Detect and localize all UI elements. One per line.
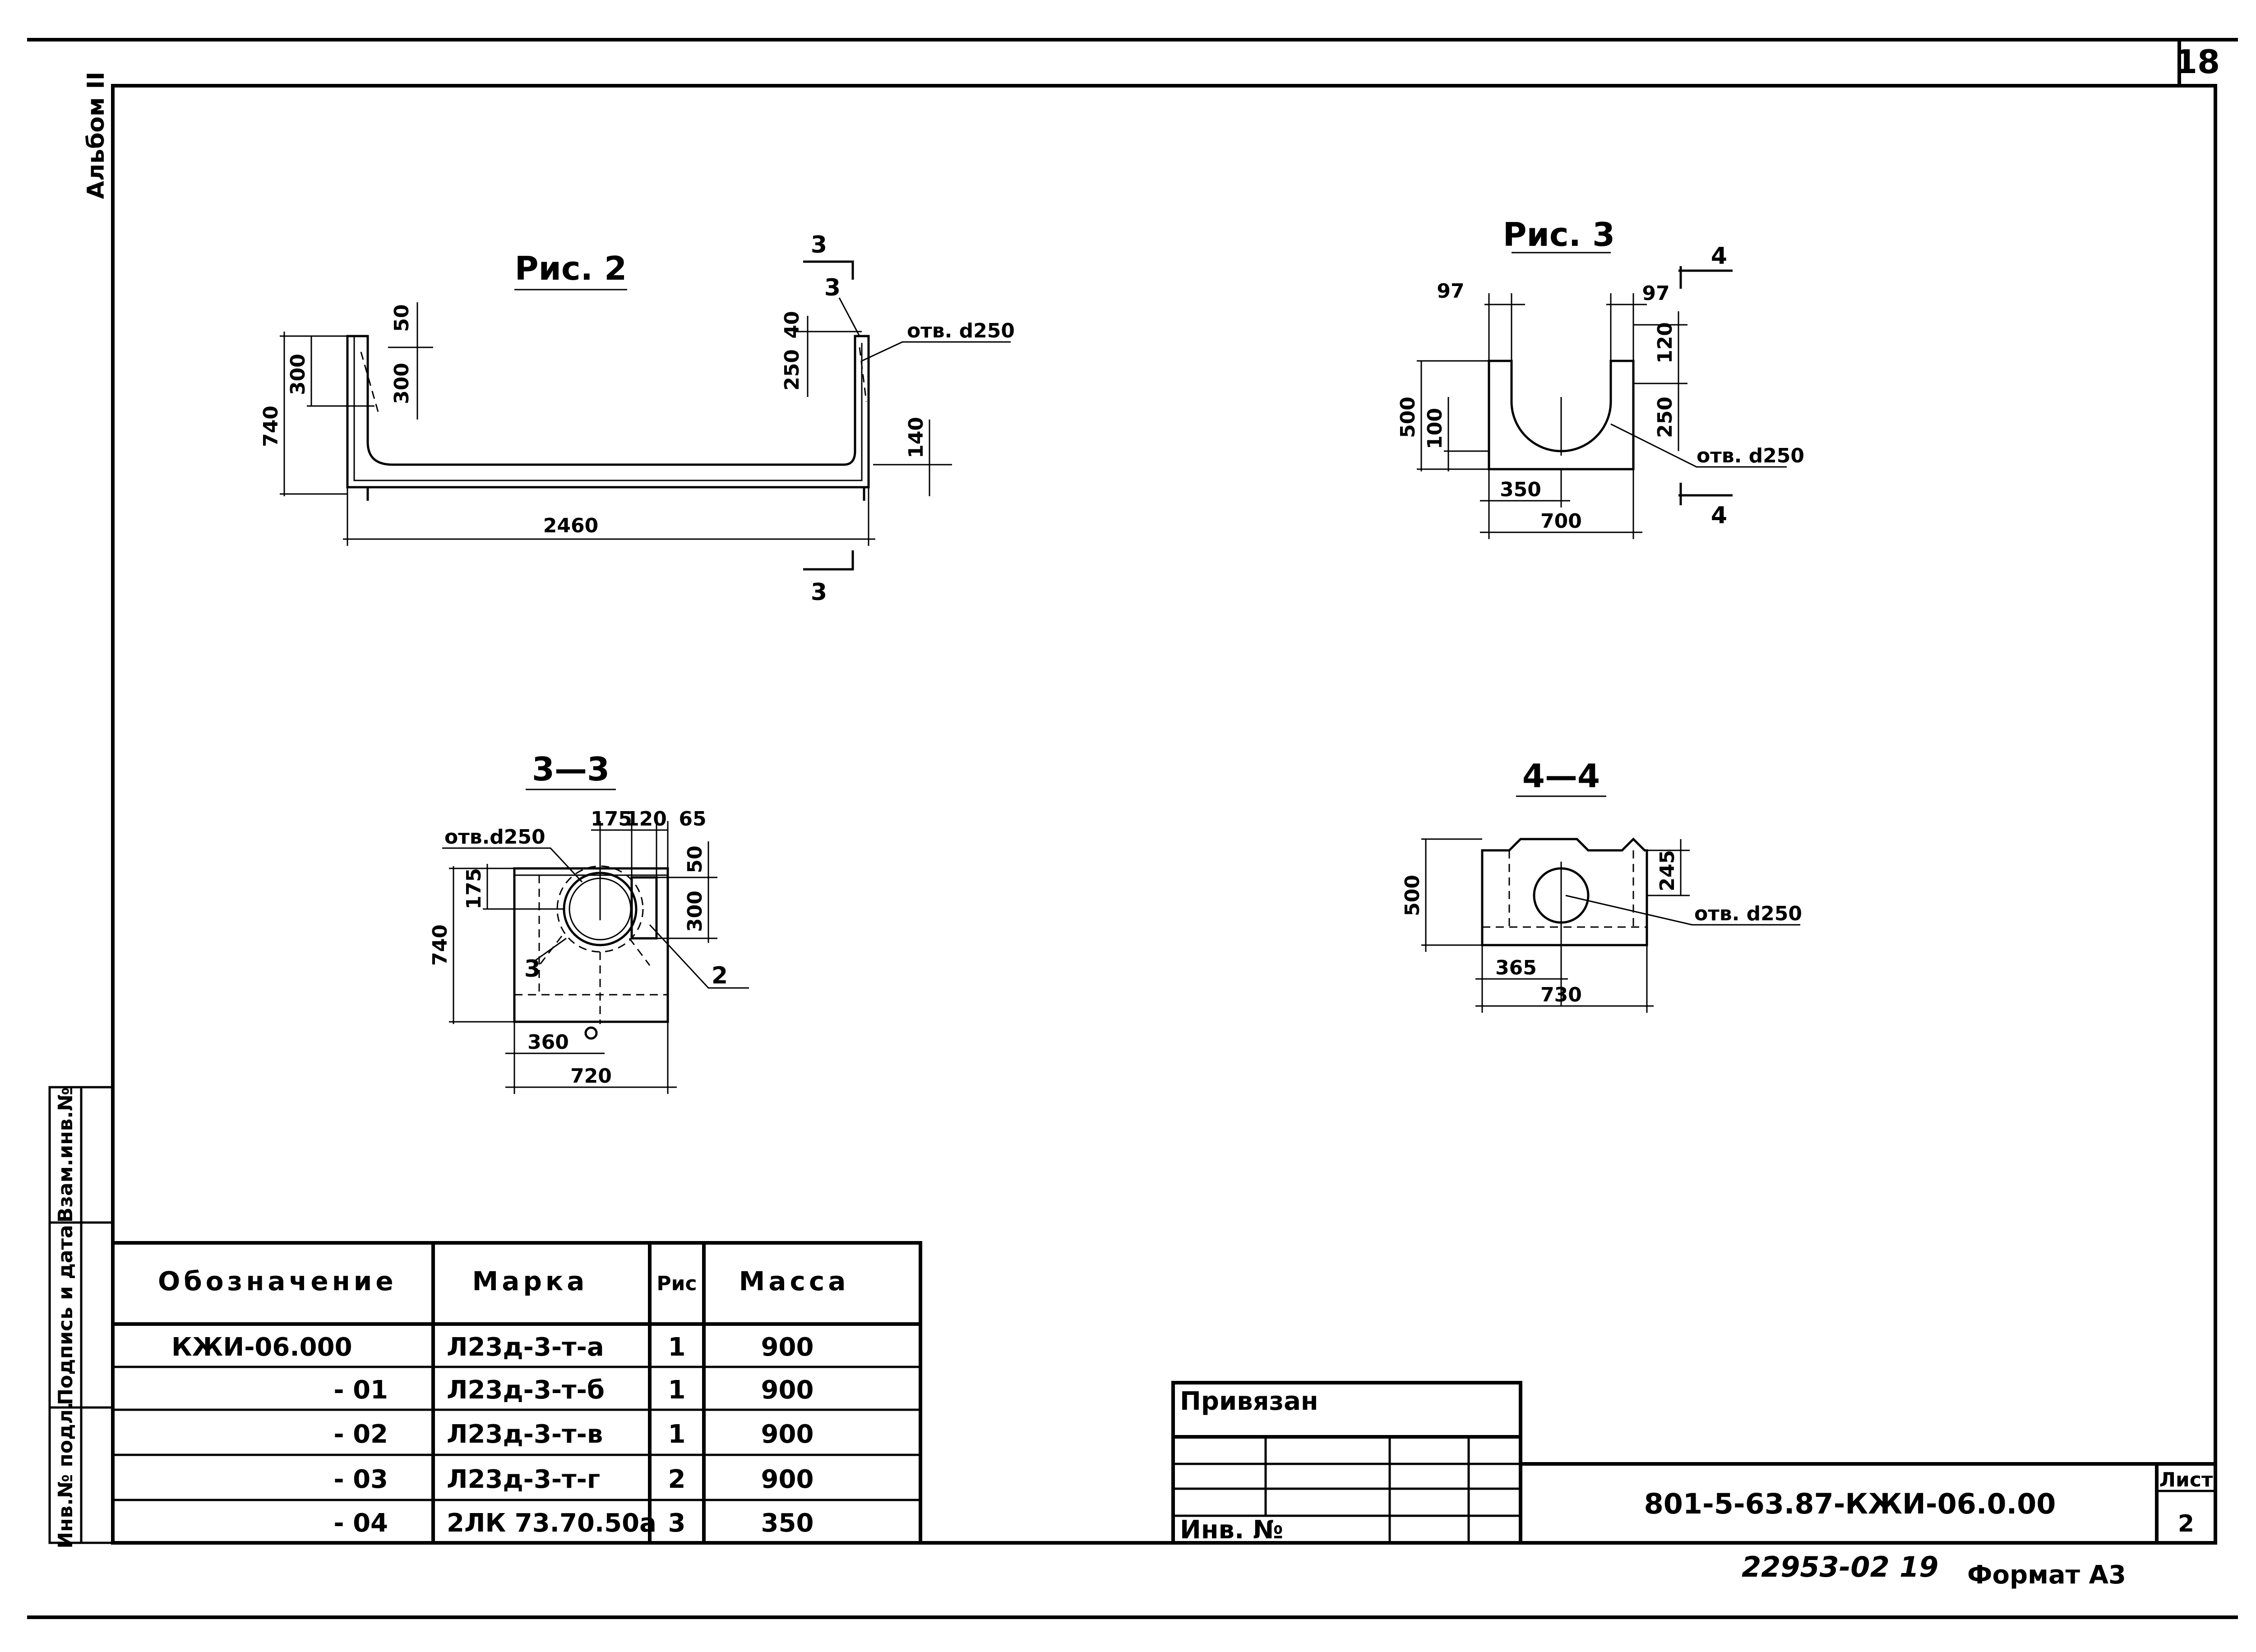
table-row: - 01 Л23д-3-т-б 1 900 [333,1375,814,1405]
fig2-dim-250: 250 [781,349,804,391]
fig3-dim-700: 700 [1540,510,1582,533]
fig2-dim-40: 40 [781,311,804,338]
table-row: КЖИ-06.000 Л23д-3-т-а 1 900 [171,1333,814,1362]
sec44-dim-500: 500 [1401,875,1424,916]
fig3-dim-97-right: 97 [1642,282,1669,305]
sec44-drawing [1421,837,1800,1013]
spec-row-designation: КЖИ-06.000 [171,1333,352,1362]
spec-row-mark: Л23д-3-т-г [447,1465,600,1494]
fig3-dim-100: 100 [1424,408,1447,449]
side-stamp-inv-podl: Инв.№ подл. [54,1402,77,1548]
page-number: 18 [2175,43,2220,81]
fig3-title: Рис. 3 [1503,216,1615,254]
table-row: - 02 Л23д-3-т-в 1 900 [333,1420,814,1449]
fig3-dim-500: 500 [1396,397,1419,438]
spec-row-mark: Л23д-3-т-в [447,1420,603,1449]
title-block-list-value: 2 [2178,1510,2194,1537]
sec33-dim-300: 300 [684,891,707,932]
album-label: Альбом II [83,72,110,199]
spec-row-mass: 900 [761,1465,814,1494]
spec-row-mass: 900 [761,1333,814,1362]
sec44-dim-245: 245 [1656,850,1679,891]
spec-row-fig: 2 [668,1465,686,1494]
fig2-title: Рис. 2 [515,249,627,287]
fig2-dim-2460: 2460 [543,514,598,537]
spec-row-designation: - 03 [333,1465,388,1494]
fig2-dim-300-outer: 300 [287,354,310,395]
fig3-hole-label: отв. d250 [1697,444,1804,467]
sec33-dim-175-side: 175 [462,868,485,909]
sec33-callout-3: 3 [524,955,541,983]
spec-row-mass: 900 [761,1375,814,1405]
sec33-dim-720: 720 [570,1065,612,1088]
fig2-drawing [280,260,1011,571]
sec33-dim-175-top: 175 [591,808,632,831]
spec-row-fig: 3 [668,1509,686,1538]
fig2-section-mark-top: 3 [811,231,827,258]
spec-row-mark: 2ЛК 73.70.50а [447,1509,656,1538]
spec-row-mass: 900 [761,1420,814,1449]
spec-row-designation: - 02 [333,1420,388,1449]
spec-header-mark: Марка [472,1266,588,1297]
fig3-dim-97-left: 97 [1437,280,1464,303]
fig2-dim-140: 140 [905,417,928,458]
fig3-section-mark-bottom: 4 [1711,502,1727,529]
spec-row-fig: 1 [668,1333,686,1362]
document-code: 801-5-63.87-КЖИ-06.0.00 [1644,1487,2056,1520]
sec44-dim-730: 730 [1540,983,1582,1006]
fig3-dim-350: 350 [1500,478,1541,501]
fig2-dim-740: 740 [259,406,282,447]
table-row: - 03 Л23д-3-т-г 2 900 [333,1465,814,1494]
fig3-drawing [1417,266,1787,539]
side-stamp-vzam-inv: Взам.инв.№ [54,1087,77,1223]
sheet-format: Формат А3 [1967,1560,2126,1590]
fig3-section-mark-top: 4 [1711,243,1727,270]
fig3-dim-250: 250 [1654,397,1677,438]
archive-number: 22953-02 [1742,1550,1890,1583]
spec-row-designation: - 01 [333,1375,388,1405]
sec33-hole-label: отв.d250 [444,826,546,849]
spec-row-fig: 1 [668,1420,686,1449]
fig2-section-mark-bottom: 3 [811,579,827,606]
spec-row-fig: 1 [668,1375,686,1405]
sec33-dim-120: 120 [625,808,667,831]
title-block-list-label: Лист [2159,1468,2213,1491]
sec44-hole-label: отв. d250 [1694,902,1802,925]
fig2-hole-label: отв. d250 [907,319,1015,342]
sec44-title: 4—4 [1522,757,1600,795]
spec-table [111,1241,922,1545]
fig2-dim-300-inner: 300 [390,363,413,404]
sec33-dim-50: 50 [684,845,707,873]
archive-sheet: 19 [1900,1550,1938,1583]
table-row: - 04 2ЛК 73.70.50а 3 350 [333,1509,814,1538]
title-block [1171,1381,2217,1545]
sec33-dim-360: 360 [527,1031,569,1054]
spec-header-designation: Обозначение [158,1266,397,1297]
title-block-inv-no: Инв. № [1180,1515,1283,1545]
fig3-dim-120: 120 [1654,322,1677,364]
spec-header-fig: Рис [656,1272,697,1295]
spec-row-mark: Л23д-3-т-а [447,1333,604,1362]
sheet-frame [27,38,2238,1619]
fig2-dim-50: 50 [390,304,413,332]
sec33-dim-740: 740 [429,924,452,966]
side-stamp-podpis-data: Подпись и дата [54,1225,77,1405]
sec33-callout-2: 2 [712,962,728,989]
spec-header-mass: Масса [739,1266,850,1297]
spec-row-designation: - 04 [333,1509,388,1538]
sec33-dim-65: 65 [679,808,706,831]
fig2-callout-3: 3 [824,274,841,301]
spec-row-mass: 350 [761,1509,814,1538]
title-block-privyazan: Привязан [1180,1387,1318,1416]
spec-row-mark: Л23д-3-т-б [447,1375,605,1405]
sec44-dim-365: 365 [1495,956,1537,979]
sec33-drawing [442,821,749,1094]
sec33-title: 3—3 [532,750,610,788]
